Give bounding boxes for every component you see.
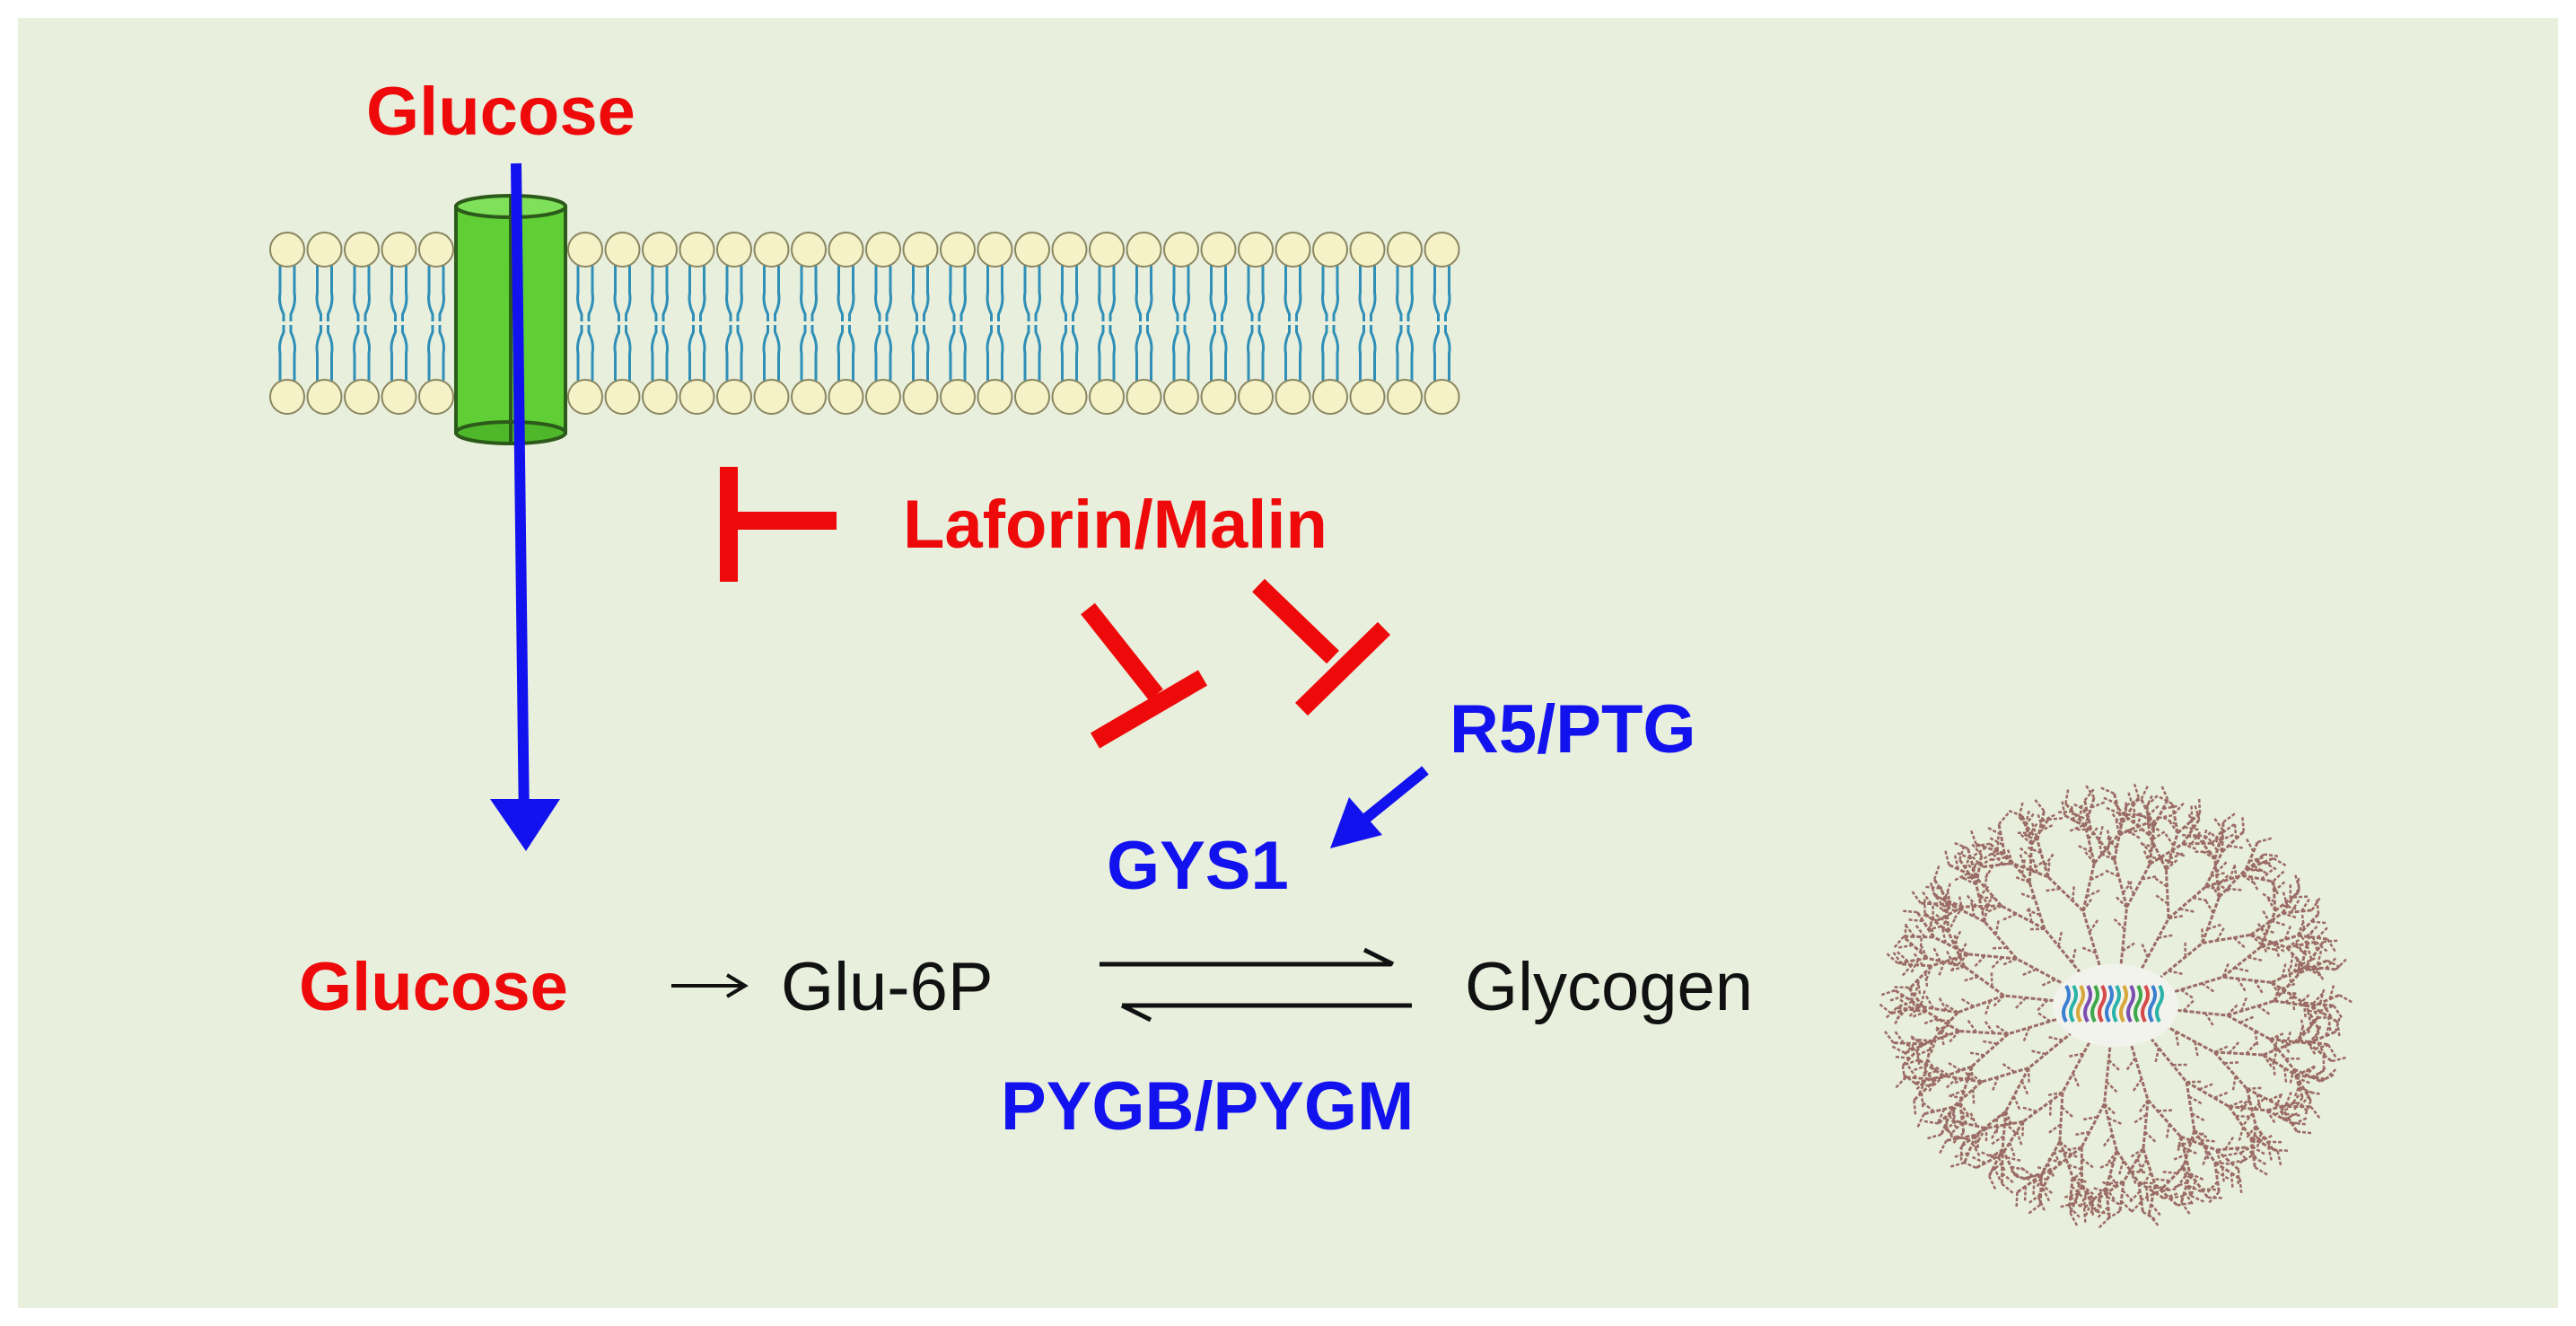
inhibition-gys1 [1081,602,1208,749]
glu-6p-label: Glu-6P [781,949,994,1025]
phosphorylation-arrow [671,973,749,998]
pathway-diagram: Glucose Laforin/Malin R5/PTG GYS1 Glucos… [18,18,2558,1308]
glycogenolysis-arrow [1120,1003,1412,1023]
glucose-uptake-arrow [490,162,560,851]
inhibition-glucose-uptake [720,467,837,582]
glycogen-label: Glycogen [1465,949,1753,1025]
laforin-malin-label: Laforin/Malin [903,487,1327,563]
r5-activates-gys1-arrow [1330,766,1429,848]
glucose-outside-label: Glucose [366,74,635,150]
glucose-inside-label: Glucose [299,949,568,1025]
diagram-panel: Glucose Laforin/Malin R5/PTG GYS1 Glucos… [18,18,2558,1308]
inhibition-r5-ptg [1252,578,1390,716]
pygb-pygm-label: PYGB/PYGM [1001,1068,1414,1145]
glucose-transporter-channel [454,194,567,445]
gys1-label: GYS1 [1107,828,1289,904]
r5-ptg-label: R5/PTG [1450,691,1696,768]
lipid-bilayer-membrane [269,232,1460,415]
glycogen-synthesis-arrow [1100,947,1395,967]
glycogen-granule-icon [1879,783,2353,1229]
